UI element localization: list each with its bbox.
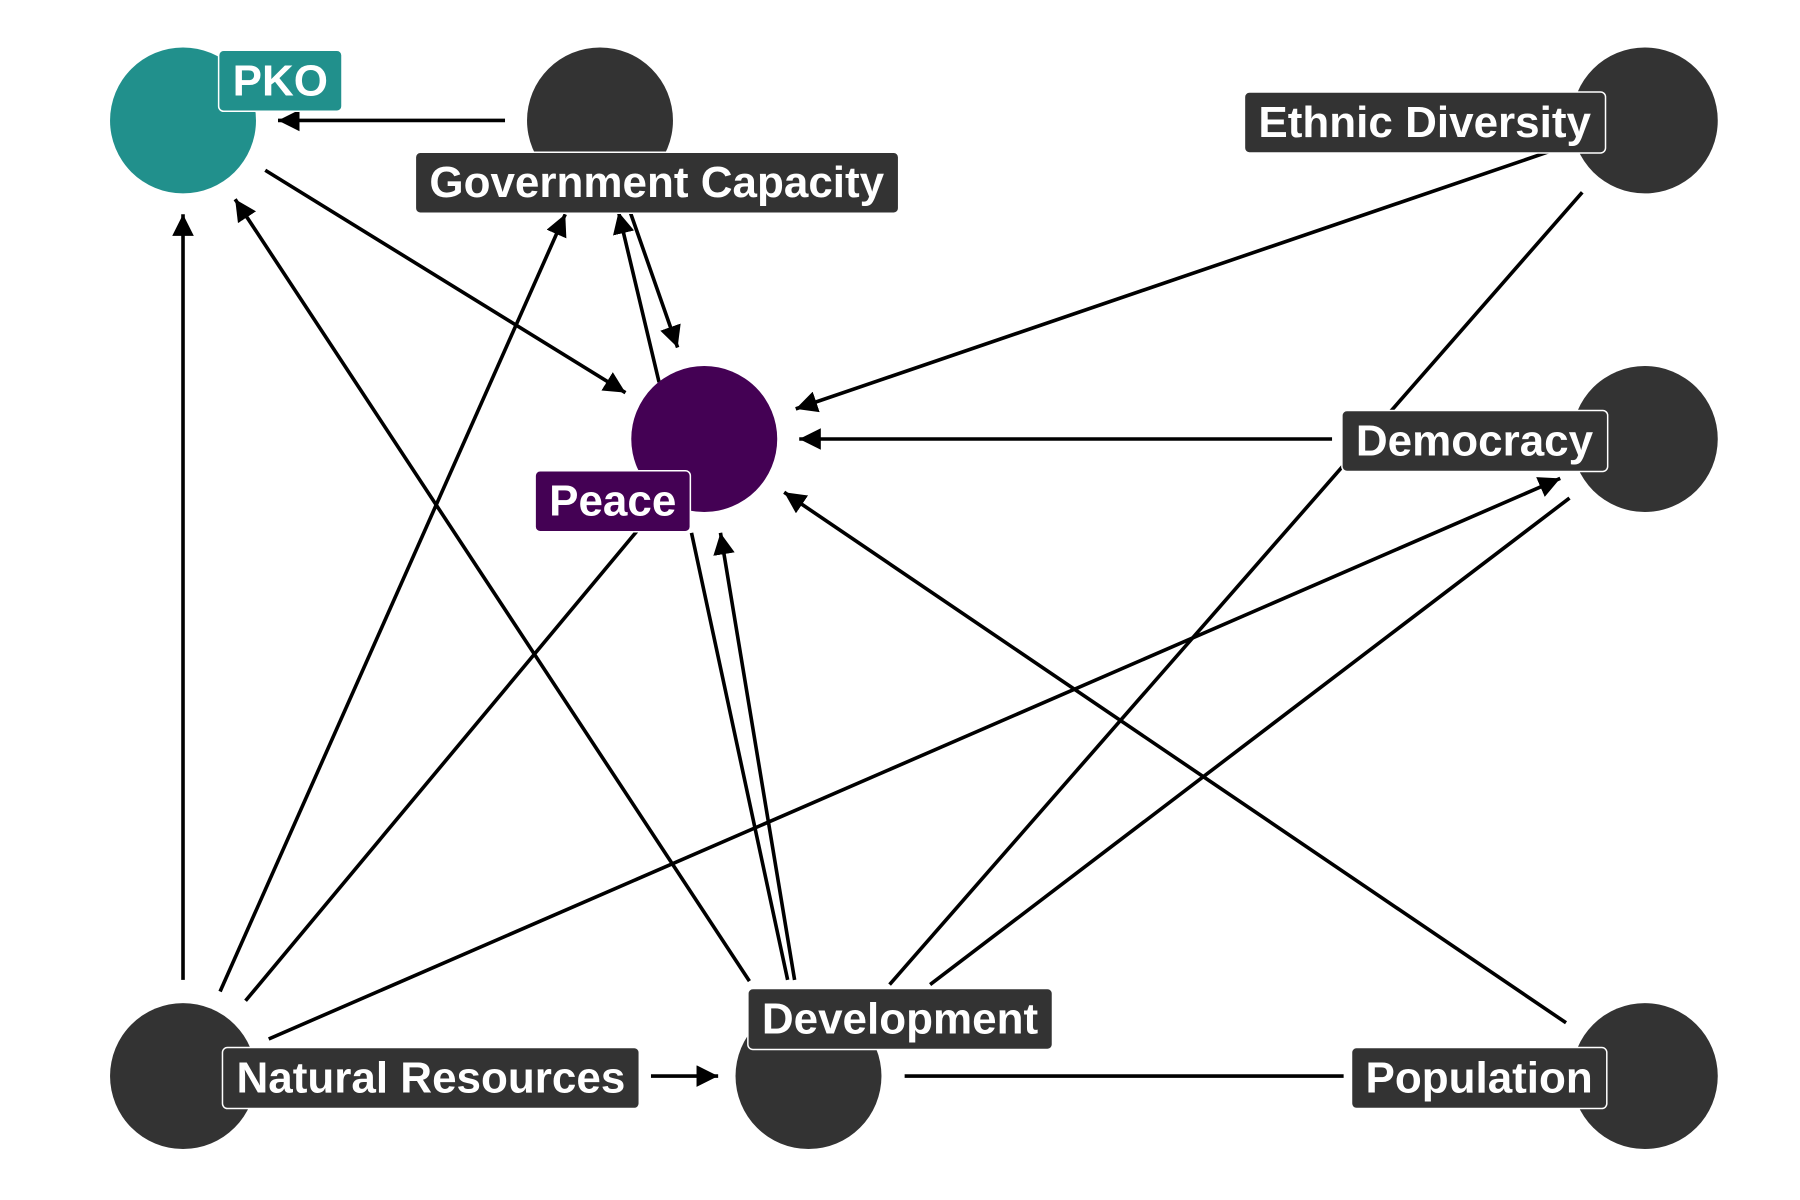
label-box xyxy=(217,49,343,113)
edge-natural-resources-to-peace xyxy=(244,520,647,1002)
edge-development-to-pko xyxy=(233,198,751,983)
label-ethnic-diversity: Ethnic Diversity xyxy=(1243,91,1607,154)
label-peace: Peace xyxy=(534,469,692,533)
label-box xyxy=(221,1046,641,1110)
node-democracy xyxy=(1571,366,1718,512)
edge-natural-resources-to-democracy xyxy=(268,476,1561,1041)
edge-ethnic-diversity-to-development xyxy=(888,191,1584,986)
edge-peace-to-development xyxy=(689,532,790,981)
edge-population-to-peace xyxy=(783,490,1568,1025)
label-box xyxy=(747,987,1054,1051)
label-population: Population xyxy=(1350,1046,1608,1110)
node-population xyxy=(1571,1003,1718,1150)
label-text: Development xyxy=(762,994,1039,1043)
label-text: Government Capacity xyxy=(429,158,884,207)
edge-peace-to-government-capacity xyxy=(613,211,661,383)
edge-natural-resources-to-government-capacity xyxy=(218,213,567,993)
nodes-layer xyxy=(110,47,1718,1150)
label-box xyxy=(1341,409,1609,473)
node-natural-resources xyxy=(110,1003,256,1150)
label-text: Ethnic Diversity xyxy=(1258,98,1591,147)
label-box xyxy=(534,469,692,533)
label-natural-resources: Natural Resources xyxy=(221,1046,641,1110)
edges-layer xyxy=(172,109,1584,1087)
edge-development-to-peace xyxy=(713,532,797,981)
label-development: Development xyxy=(747,987,1054,1051)
label-box xyxy=(414,151,900,214)
node-ethnic-diversity xyxy=(1571,47,1718,194)
label-democracy: Democracy xyxy=(1341,409,1609,473)
edge-pko-to-peace xyxy=(264,168,627,395)
label-text: PKO xyxy=(233,56,328,105)
edge-government-capacity-to-peace xyxy=(627,207,681,349)
label-text: Democracy xyxy=(1356,416,1594,465)
label-text: Peace xyxy=(549,477,676,526)
label-box xyxy=(1350,1046,1608,1110)
label-pko: PKO xyxy=(217,49,343,113)
label-box xyxy=(1243,91,1607,154)
label-text: Natural Resources xyxy=(236,1054,625,1103)
edge-development-to-democracy xyxy=(929,496,1571,986)
label-government-capacity: Government Capacity xyxy=(414,151,900,214)
labels-layer: PKO Government Capacity Ethnic DiversityPe… xyxy=(217,49,1609,1110)
edge-ethnic-diversity-to-peace xyxy=(795,148,1553,413)
label-text: Population xyxy=(1365,1054,1592,1103)
